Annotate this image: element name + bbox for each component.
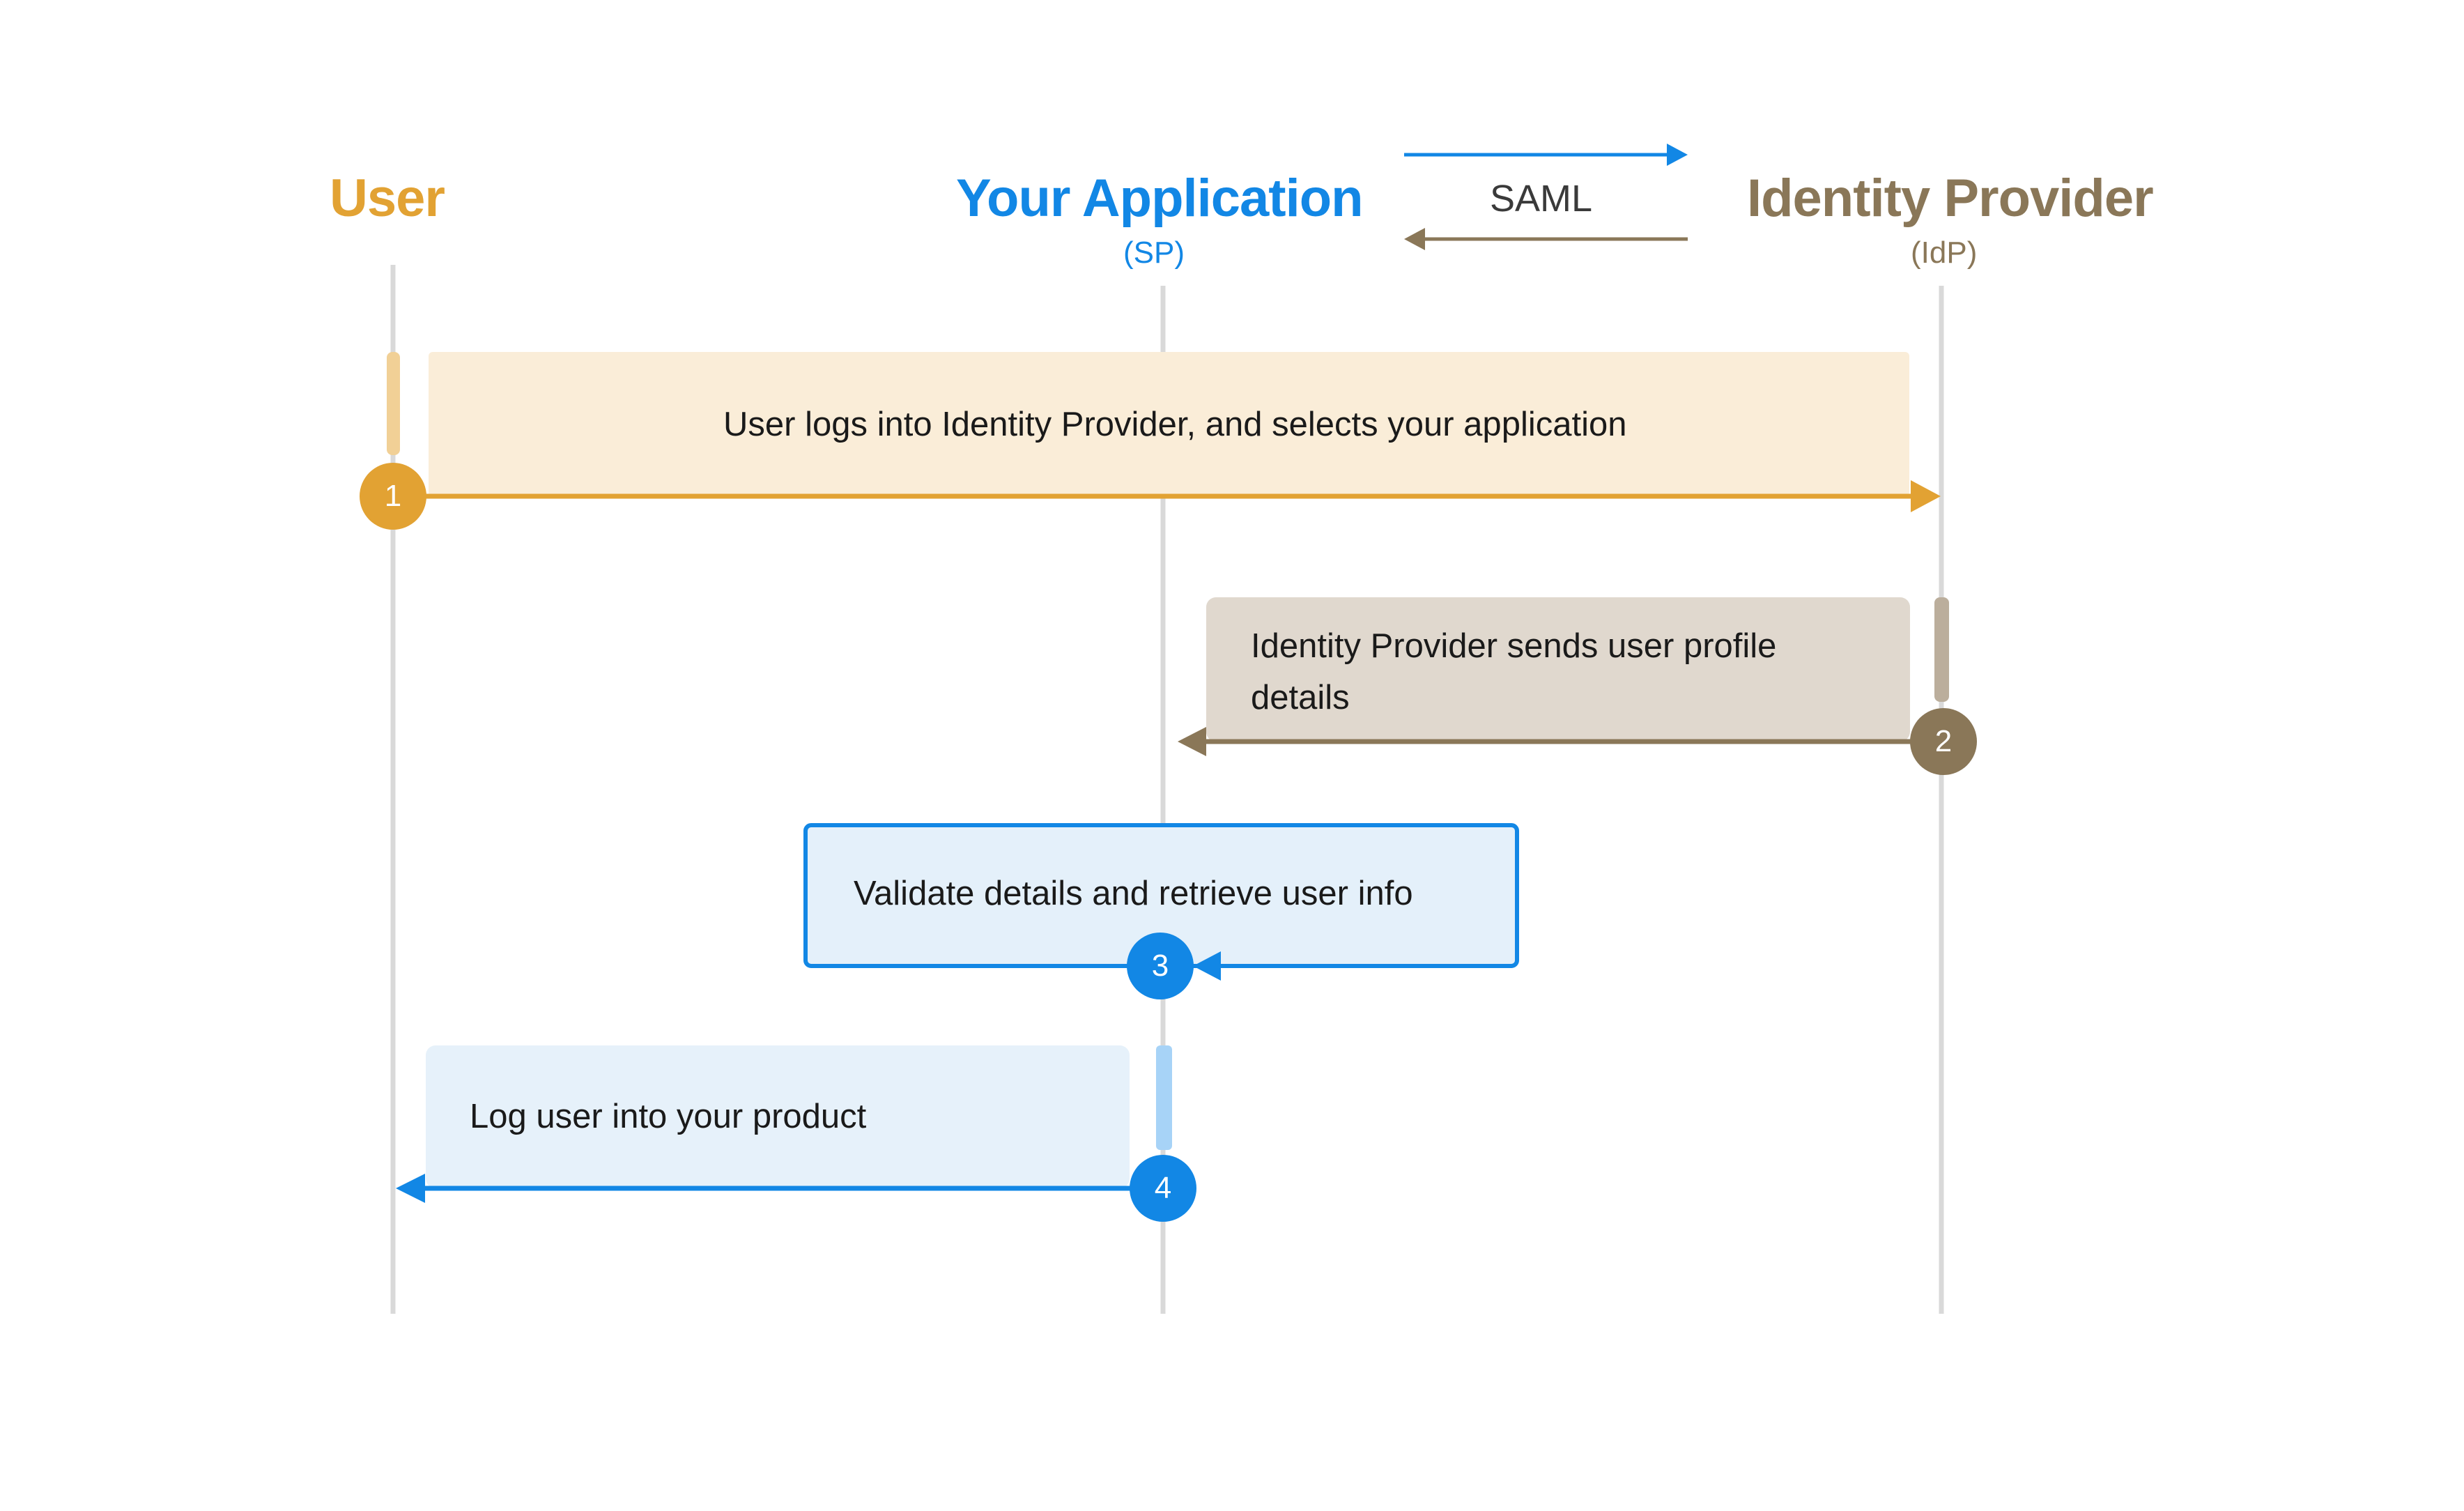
saml-forward-arrowhead	[1667, 144, 1688, 166]
step2-box	[1206, 597, 1910, 742]
step4-number: 4	[1154, 1171, 1172, 1205]
step3-number: 3	[1151, 949, 1169, 983]
step2-activation-bar	[1934, 597, 1949, 702]
saml-legend-label: SAML	[1490, 178, 1593, 220]
step2-number: 2	[1934, 724, 1953, 758]
idp-actor-subtitle: (IdP)	[1911, 236, 1978, 270]
step1-number: 1	[384, 479, 402, 513]
step3-text: Validate details and retrieve user info	[854, 875, 1413, 912]
step2-text-line1: Identity Provider sends user profile	[1251, 627, 1777, 665]
step4-activation-bar	[1156, 1045, 1172, 1150]
step2-arrowhead	[1178, 727, 1206, 756]
step3-badge	[1127, 933, 1194, 999]
step1-arrowhead	[1911, 480, 1941, 512]
idp-actor-title: Identity Provider	[1747, 169, 2154, 228]
saml-back-arrowhead	[1404, 228, 1425, 250]
user-actor-title: User	[330, 169, 445, 228]
step3-arrowhead	[1193, 951, 1221, 981]
step4-arrowhead	[396, 1174, 425, 1203]
step1-badge	[360, 463, 426, 530]
step2-badge	[1910, 708, 1977, 775]
step2-text-line2: details	[1251, 679, 1350, 716]
app-actor-title: Your Application	[956, 169, 1364, 228]
step4-text: Log user into your product	[470, 1098, 867, 1135]
step4-box	[426, 1045, 1130, 1188]
step4-badge	[1130, 1155, 1196, 1222]
step1-box	[429, 352, 1909, 496]
step1-text: User logs into Identity Provider, and se…	[723, 406, 1627, 443]
step1-activation-bar	[387, 352, 400, 455]
app-actor-subtitle: (SP)	[1123, 236, 1185, 270]
